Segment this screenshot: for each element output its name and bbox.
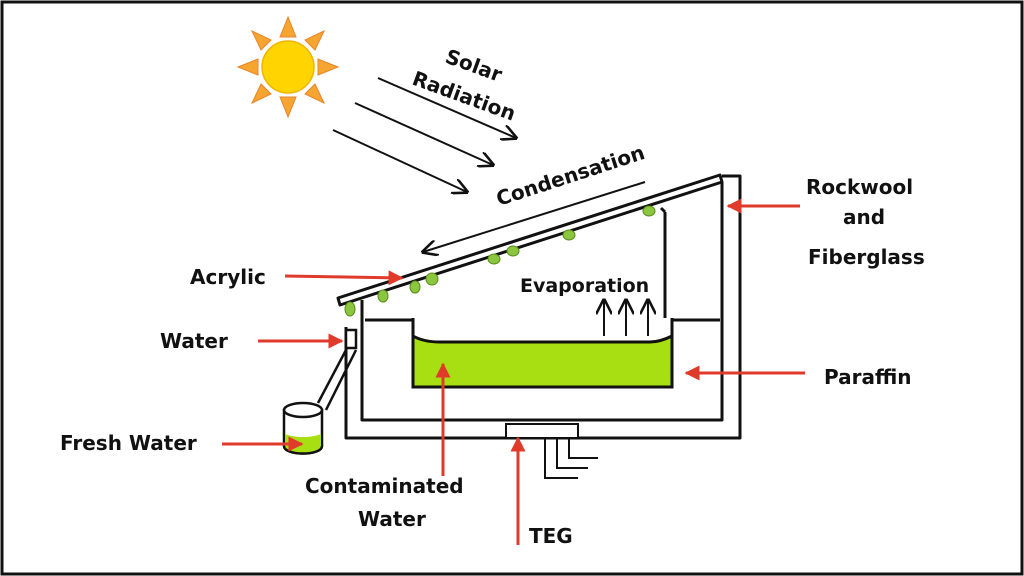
droplet <box>642 205 656 217</box>
droplet <box>344 301 356 317</box>
radiation-arrow-1 <box>377 77 516 138</box>
water-outlet <box>316 328 358 411</box>
droplet <box>562 229 576 241</box>
label-contaminated-line2: Water <box>358 507 426 531</box>
label-teg: TEG <box>529 524 573 548</box>
basin-rim <box>411 318 674 336</box>
label-rockwool-line2: and <box>843 205 885 229</box>
droplet <box>425 272 439 286</box>
droplet <box>377 289 389 303</box>
label-condensation: Condensation <box>493 140 647 211</box>
label-fresh-water: Fresh Water <box>60 431 197 455</box>
contaminated-water-basin <box>411 333 674 389</box>
label-rockwool-line1: Rockwool <box>806 175 913 199</box>
radiation-arrow-3 <box>332 129 467 192</box>
pointer-acrylic <box>284 270 404 286</box>
droplet <box>487 253 501 265</box>
inner-housing <box>360 182 724 422</box>
pointer-arrows <box>222 198 805 545</box>
condensation-droplets <box>344 205 656 317</box>
label-evaporation: Evaporation <box>520 275 649 297</box>
inner-chamber-top <box>659 206 667 214</box>
fresh-water-bucket <box>282 401 324 455</box>
evaporation-arrows <box>604 300 648 336</box>
condensation-arrow <box>423 181 646 252</box>
radiation-arrow-2 <box>354 102 493 165</box>
droplet <box>409 280 421 294</box>
label-paraffin: Paraffin <box>824 365 912 389</box>
label-water: Water <box>160 329 228 353</box>
label-rockwool-line3: Fiberglass <box>808 245 925 269</box>
label-radiation: Radiation <box>409 66 519 125</box>
label-contaminated-line1: Contaminated <box>305 474 464 498</box>
solar-radiation-arrows <box>332 77 516 192</box>
teg-module <box>505 423 598 479</box>
sun-icon <box>236 15 340 119</box>
droplet <box>506 245 520 257</box>
outer-housing <box>344 174 742 440</box>
label-acrylic: Acrylic <box>190 265 266 289</box>
